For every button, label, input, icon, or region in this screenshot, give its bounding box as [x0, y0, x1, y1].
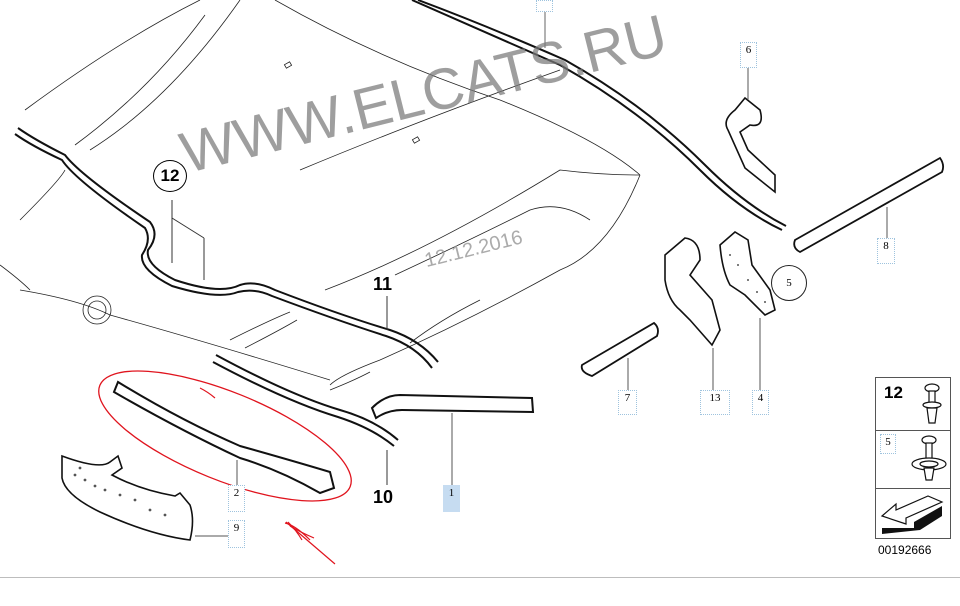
callout-13[interactable]: 13 [700, 390, 730, 415]
callout-5-label: 5 [786, 277, 792, 289]
diagram-id: 00192666 [878, 543, 932, 557]
callout-9[interactable]: 9 [228, 520, 245, 548]
callout-2[interactable]: 2 [228, 485, 245, 512]
legend-row-12: 12 [876, 378, 950, 431]
label-10[interactable]: 10 [373, 487, 394, 507]
callout-5-round[interactable]: 5 [771, 265, 807, 301]
legend-num-12: 12 [884, 383, 903, 402]
callout-8[interactable]: 8 [877, 238, 895, 264]
bottom-divider [0, 577, 960, 578]
callout-12-label: 12 [160, 166, 180, 185]
callout-6[interactable]: 6 [740, 42, 757, 68]
callout-7[interactable]: 7 [618, 390, 637, 415]
callout-12-circle[interactable]: 12 [153, 160, 187, 192]
legend-num-5: 5 [880, 434, 896, 454]
legend-row-arrow [876, 488, 950, 538]
label-11[interactable]: 11 [373, 274, 393, 294]
callout-4[interactable]: 4 [752, 390, 769, 415]
rivet-clip-icon [911, 435, 947, 481]
legend-row-5: 5 [876, 430, 950, 489]
clip-icon [922, 383, 942, 424]
legend-box: 12 5 [875, 377, 951, 539]
callout-1[interactable]: 1 [443, 485, 460, 512]
callout-top-unlabeled[interactable] [536, 0, 553, 12]
arrow-left-down-icon [880, 495, 944, 534]
